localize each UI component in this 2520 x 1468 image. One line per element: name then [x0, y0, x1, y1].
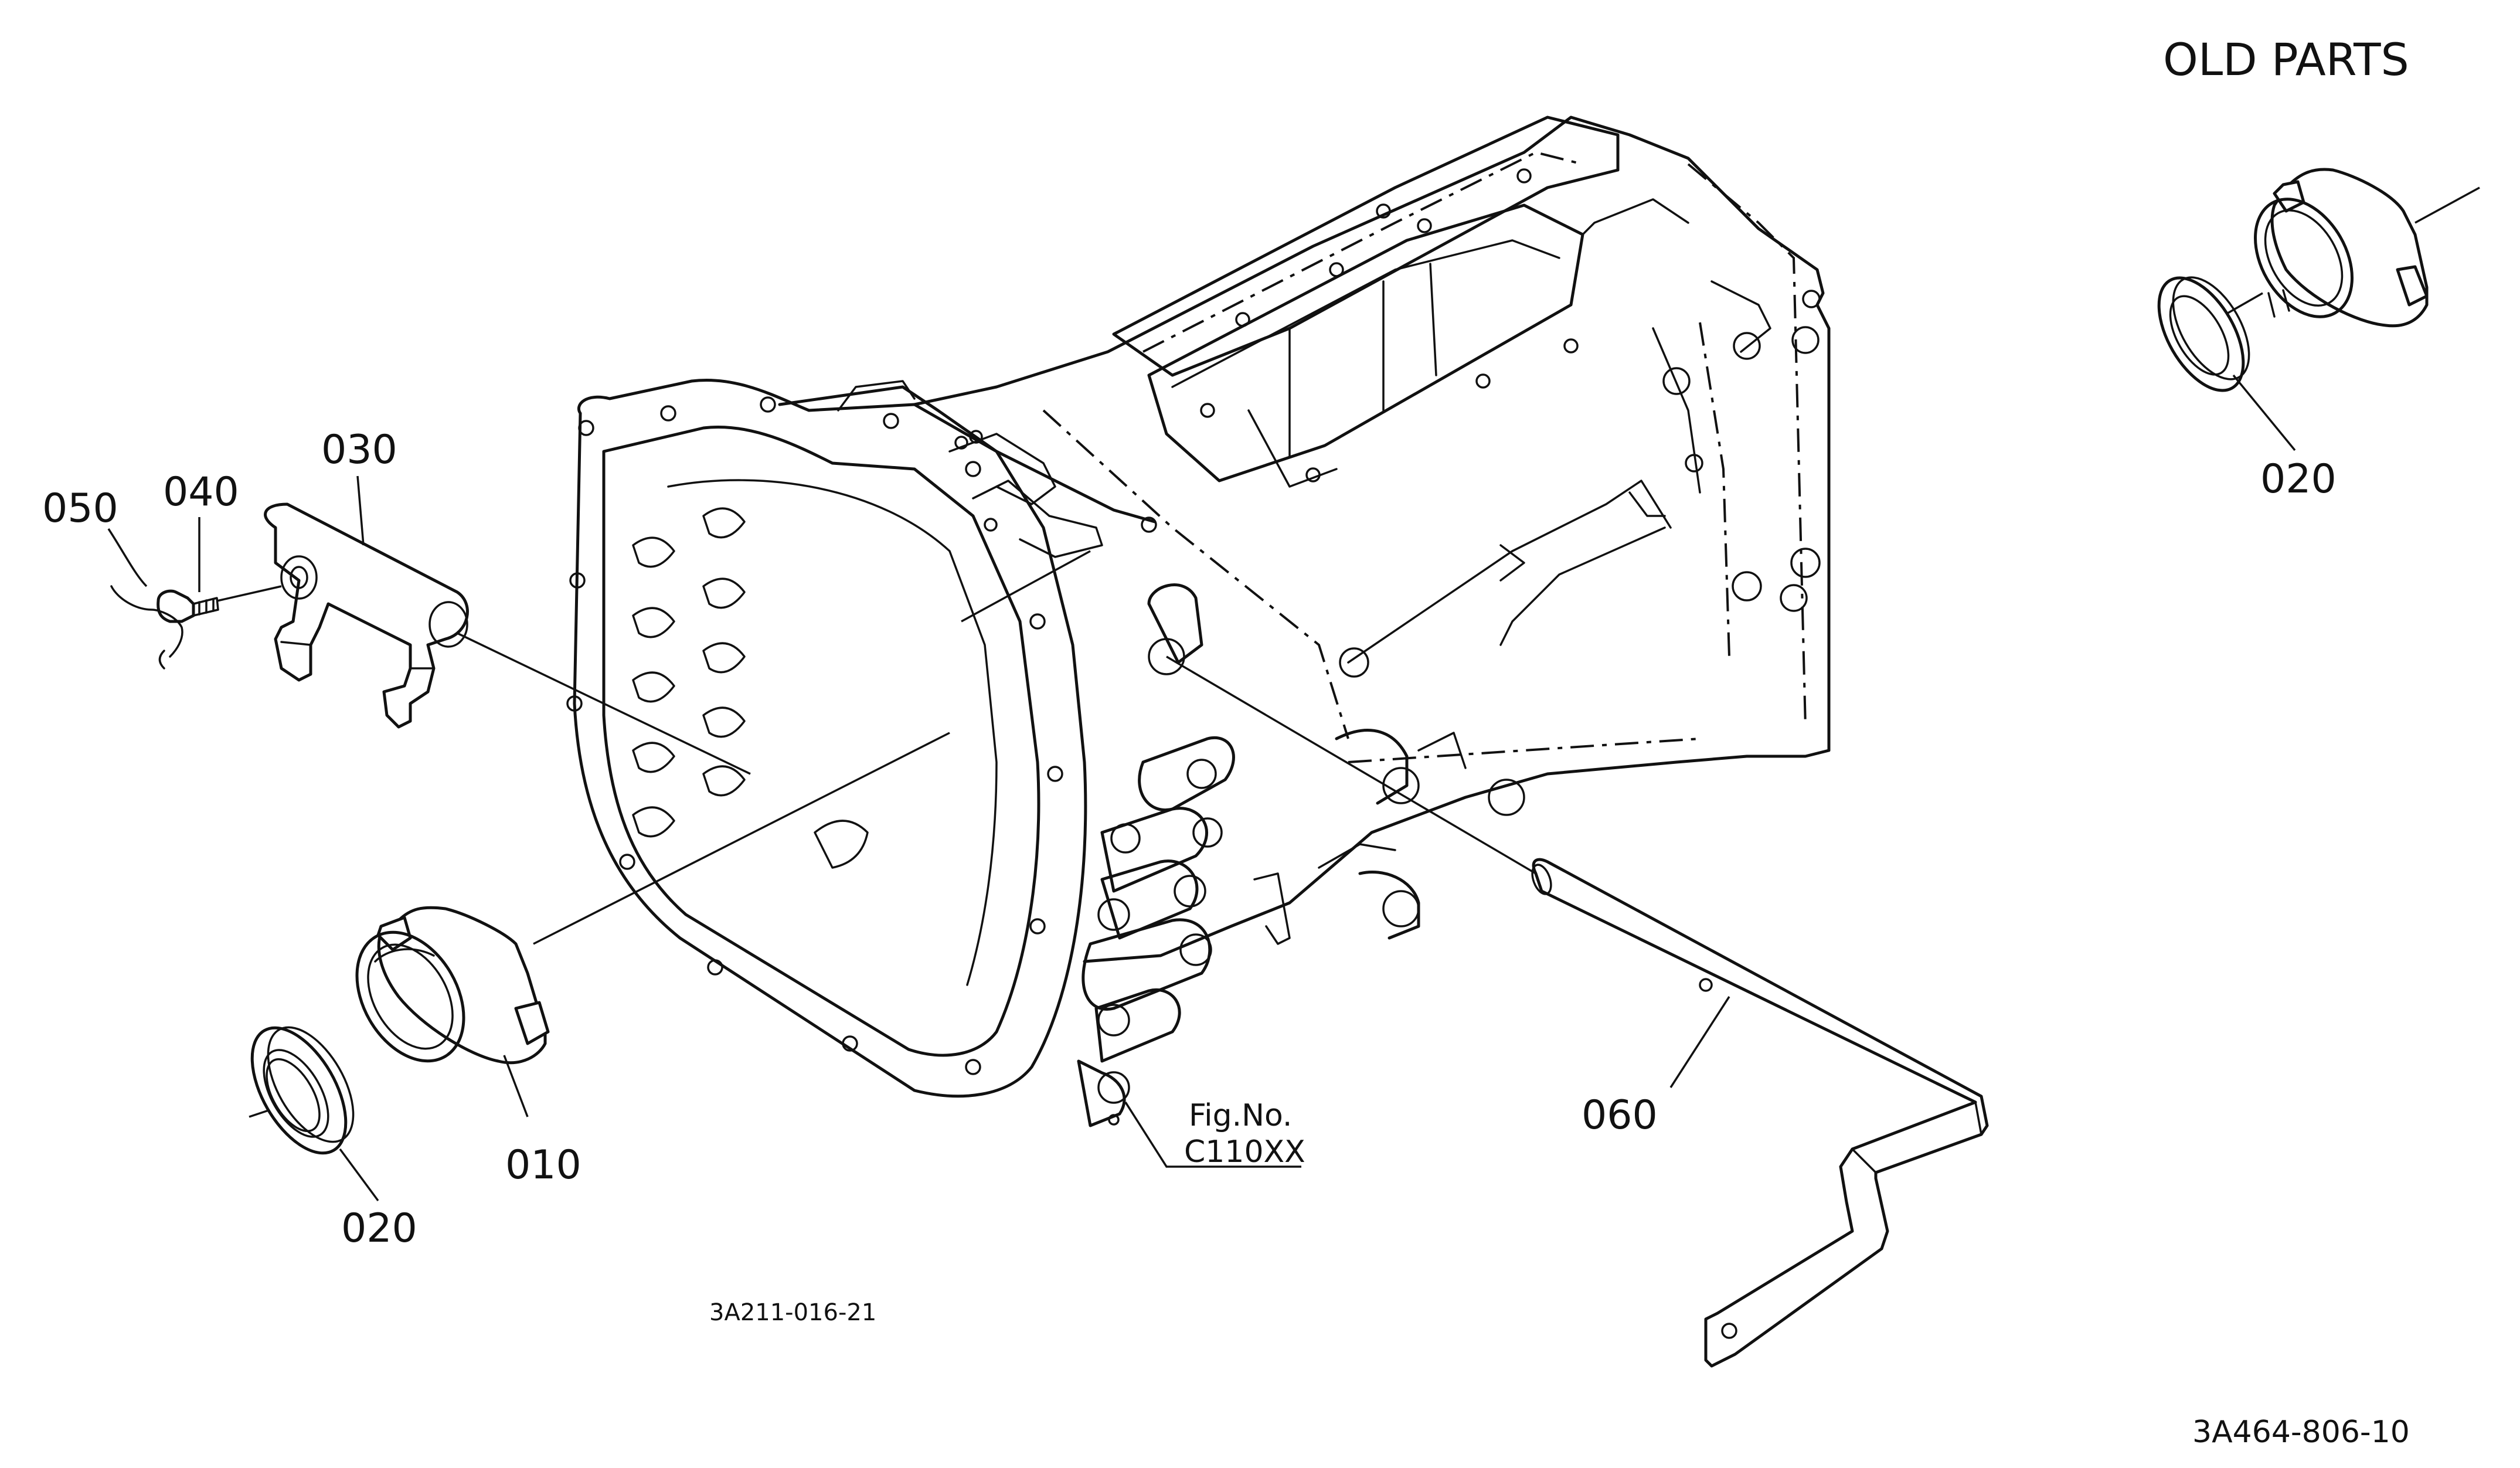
- part-040-pin: [157, 589, 219, 623]
- part-050-wire: [110, 585, 183, 670]
- part-010-release-bearing: [355, 906, 550, 1065]
- leader-lines: [107, 374, 2296, 1202]
- callout-040: 040: [163, 469, 239, 515]
- callout-030: 030: [321, 427, 397, 473]
- callout-050: 050: [42, 485, 118, 532]
- transmission-housing: [566, 115, 1831, 1127]
- axis-line-pin: [216, 585, 282, 602]
- old-parts-title: OLD PARTS: [2163, 33, 2409, 86]
- axis-line-fork: [457, 632, 751, 775]
- part-060-release-shaft: [1531, 858, 1989, 1368]
- part-020-oil-seal: [250, 1026, 355, 1155]
- drawing-number: 3A211-016-21: [709, 1299, 876, 1326]
- axis-line-bearing-upper: [961, 550, 1091, 623]
- axis-line-bearing: [533, 732, 950, 945]
- figure-ref-code: C110XX: [1184, 1134, 1305, 1170]
- sheet-number: 3A464-806-10: [2192, 1415, 2410, 1450]
- old-parts-inset: [2157, 168, 2480, 392]
- part-030-clutch-fork: [264, 502, 469, 729]
- callout-020-old: 020: [2260, 456, 2337, 502]
- axis-line-shaft: [1166, 655, 1536, 875]
- callout-060: 060: [1582, 1092, 1658, 1139]
- callout-020: 020: [341, 1205, 417, 1252]
- callout-010: 010: [505, 1142, 581, 1188]
- figure-ref-label: Fig.No.: [1189, 1098, 1292, 1133]
